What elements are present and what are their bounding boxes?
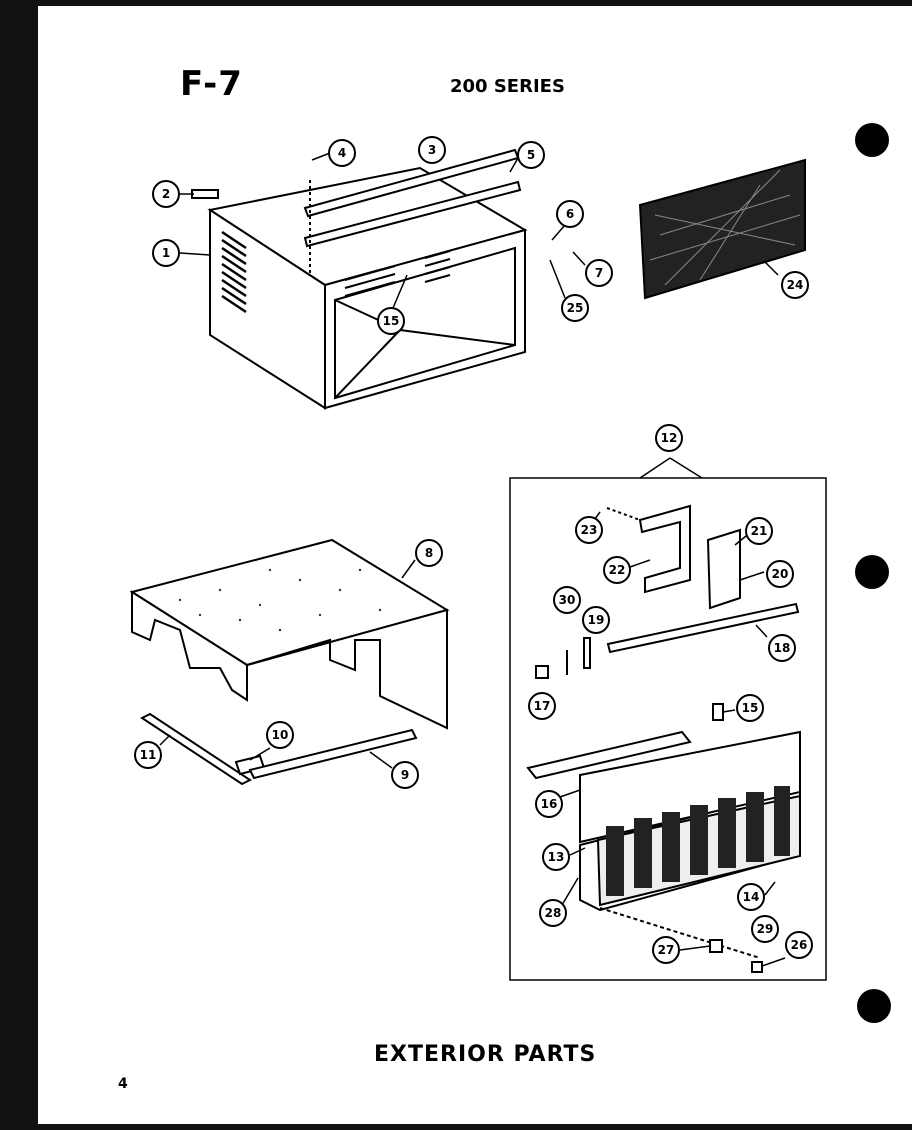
callout-15-bottom: 15: [736, 694, 764, 722]
figure-label: F-7: [180, 64, 243, 104]
svg-text:7: 7: [595, 266, 603, 280]
callout-2: 2: [152, 180, 180, 208]
callout-4: 4: [328, 139, 356, 167]
callout-8: 8: [415, 539, 443, 567]
callout-11: 11: [134, 741, 162, 769]
callout-12: 12: [655, 424, 683, 452]
scan-border-bottom: [0, 1124, 912, 1130]
svg-text:27: 27: [658, 943, 675, 957]
callout-9: 9: [391, 761, 419, 789]
svg-text:19: 19: [588, 613, 605, 627]
callout-7: 7: [585, 259, 613, 287]
scan-border-top: [0, 0, 912, 6]
callout-28: 28: [539, 899, 567, 927]
callout-21: 21: [745, 517, 773, 545]
callout-17: 17: [528, 692, 556, 720]
diagram-caption: EXTERIOR PARTS: [374, 1042, 597, 1067]
page-number: 4: [118, 1076, 128, 1092]
binder-hole: [855, 123, 889, 157]
svg-text:15: 15: [383, 314, 400, 328]
callout-18: 18: [768, 634, 796, 662]
svg-text:12: 12: [661, 431, 678, 445]
scan-border-left: [0, 0, 38, 1130]
callout-23: 23: [575, 516, 603, 544]
svg-text:5: 5: [527, 148, 535, 162]
callout-29: 29: [751, 915, 779, 943]
callout-leader-lines: [159, 151, 786, 967]
svg-text:26: 26: [791, 938, 808, 952]
svg-text:8: 8: [425, 546, 433, 560]
filter-grille-drawing: [638, 158, 806, 300]
svg-text:15: 15: [742, 701, 759, 715]
svg-text:2: 2: [162, 187, 170, 201]
svg-text:28: 28: [545, 906, 562, 920]
svg-text:18: 18: [774, 641, 791, 655]
svg-text:1: 1: [162, 246, 170, 260]
svg-text:6: 6: [566, 207, 574, 221]
cabinet-drawing: [191, 148, 528, 410]
callout-20: 20: [766, 560, 794, 588]
binder-hole: [857, 989, 891, 1023]
callout-14: 14: [737, 883, 765, 911]
svg-text:22: 22: [609, 563, 626, 577]
svg-text:24: 24: [787, 278, 804, 292]
svg-text:30: 30: [559, 593, 576, 607]
svg-text:16: 16: [541, 797, 558, 811]
svg-text:14: 14: [743, 890, 760, 904]
callout-27: 27: [652, 936, 680, 964]
callout-30: 30: [553, 586, 581, 614]
callout-1: 1: [152, 239, 180, 267]
callout-19: 19: [582, 606, 610, 634]
svg-text:17: 17: [534, 699, 551, 713]
callout-25: 25: [561, 294, 589, 322]
callout-24: 24: [781, 271, 809, 299]
svg-text:21: 21: [751, 524, 768, 538]
svg-text:23: 23: [581, 523, 598, 537]
svg-text:11: 11: [140, 748, 157, 762]
svg-text:20: 20: [772, 567, 789, 581]
callout-22: 22: [603, 556, 631, 584]
callout-16: 16: [535, 790, 563, 818]
wrapper-cover-drawing: [129, 538, 450, 786]
svg-text:13: 13: [548, 850, 565, 864]
callout-5: 5: [517, 141, 545, 169]
front-assembly-parts: [526, 504, 801, 973]
svg-text:25: 25: [567, 301, 584, 315]
svg-text:9: 9: [401, 768, 409, 782]
binder-hole: [855, 555, 889, 589]
callout-10: 10: [266, 721, 294, 749]
series-label: 200 SERIES: [450, 76, 565, 97]
callout-3: 3: [418, 136, 446, 164]
callout-13: 13: [542, 843, 570, 871]
callout-6: 6: [556, 200, 584, 228]
svg-text:29: 29: [757, 922, 774, 936]
svg-text:10: 10: [272, 728, 289, 742]
svg-text:4: 4: [338, 146, 346, 160]
callout-15-top: 15: [377, 307, 405, 335]
callout-26: 26: [785, 931, 813, 959]
svg-text:3: 3: [428, 143, 436, 157]
front-assembly-frame: [509, 457, 827, 981]
